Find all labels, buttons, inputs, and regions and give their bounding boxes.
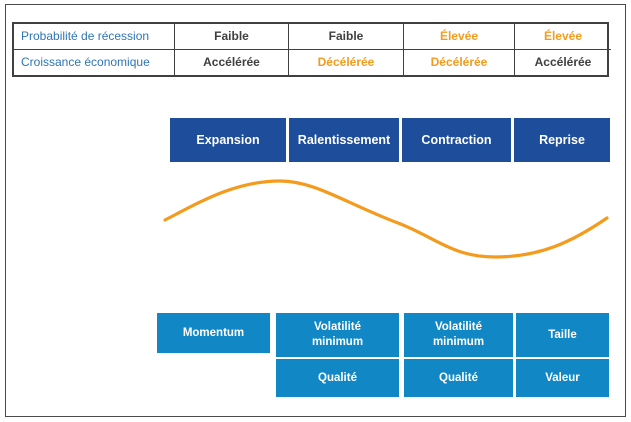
table-cell-recession-ralentissement: Faible	[289, 24, 404, 50]
phase-box-ralentissement: Ralentissement	[289, 118, 399, 162]
factor-box-valeur: Valeur	[516, 359, 609, 397]
cycle-phase-header: Expansion Ralentissement Contraction Rep…	[170, 118, 610, 162]
outer-border	[5, 4, 626, 417]
factor-label-qualite-1: Qualité	[318, 371, 357, 384]
recession-growth-table: Probabilité de récession Faible Faible É…	[12, 22, 611, 77]
factor-label-qualite-2: Qualité	[439, 371, 478, 384]
phase-box-expansion: Expansion	[170, 118, 286, 162]
phase-box-contraction: Contraction	[402, 118, 511, 162]
table-cell-recession-expansion: Faible	[175, 24, 289, 50]
factor-label-volatilite-1: Volatilité minimum	[311, 321, 364, 348]
factor-label-momentum: Momentum	[182, 326, 245, 339]
factor-box-volatilite-2: Volatilité minimum	[404, 313, 513, 357]
table-cell-croissance-ralentissement: Décélérée	[289, 49, 404, 75]
factor-box-momentum: Momentum	[157, 313, 270, 353]
factor-label-valeur: Valeur	[545, 371, 580, 384]
factor-label-taille: Taille	[548, 328, 577, 341]
table-cell-croissance-contraction: Décélérée	[404, 49, 515, 75]
factor-box-taille: Taille	[516, 313, 609, 357]
factor-label-volatilite-2: Volatilité minimum	[432, 321, 485, 348]
table-cell-recession-reprise: Élevée	[515, 24, 611, 50]
table-cell-recession-contraction: Élevée	[404, 24, 515, 50]
factor-box-volatilite-1: Volatilité minimum	[276, 313, 399, 357]
factor-box-qualite-1: Qualité	[276, 359, 399, 397]
table-cell-croissance-expansion: Accélérée	[175, 49, 289, 75]
table-row-label-croissance: Croissance économique	[14, 49, 175, 75]
table-cell-croissance-reprise: Accélérée	[534, 55, 592, 70]
factor-box-qualite-2: Qualité	[404, 359, 513, 397]
table-row-label-recession: Probabilité de récession	[14, 24, 175, 50]
phase-box-reprise: Reprise	[514, 118, 610, 162]
